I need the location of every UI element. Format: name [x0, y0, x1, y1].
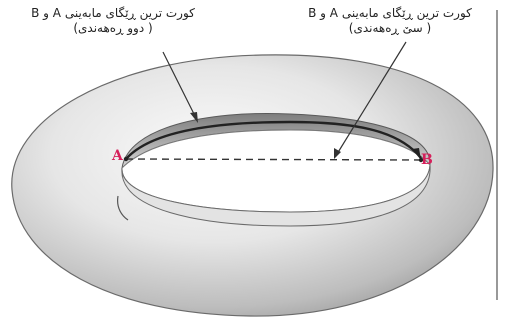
- caption-2d: کورت ترین ڕێگای مابەینی A و B ( دوو ڕەهە…: [8, 6, 218, 36]
- caption-3d-line1: کورت ترین ڕێگای مابەینی A و B: [308, 6, 472, 20]
- caption-2d-line2: ( دوو ڕەهەندی): [73, 21, 153, 35]
- callout-right-arrow: [334, 148, 341, 159]
- torus-lower-lip: [121, 164, 431, 227]
- caption-3d: کورت ترین ڕێگای مابەینی A و B ( سێ ڕەهەن…: [285, 6, 495, 36]
- dashed-path-2d: [125, 158, 422, 161]
- caption-2d-line1: کورت ترین ڕێگای مابەینی A و B: [31, 6, 195, 20]
- caption-3d-line2: ( سێ ڕەهەندی): [348, 21, 432, 35]
- callout-left-line: [162, 51, 197, 119]
- torus-crease: [117, 195, 129, 221]
- geodesic-arrowhead: [412, 148, 421, 160]
- point-a-dot: [123, 156, 129, 162]
- geodesic-path-3d: [125, 120, 422, 160]
- point-b-label: B: [421, 152, 433, 168]
- point-a-label: A: [112, 148, 123, 164]
- callout-left-arrow: [190, 112, 198, 123]
- callout-right-line: [336, 41, 407, 155]
- point-b-dot: [418, 157, 424, 163]
